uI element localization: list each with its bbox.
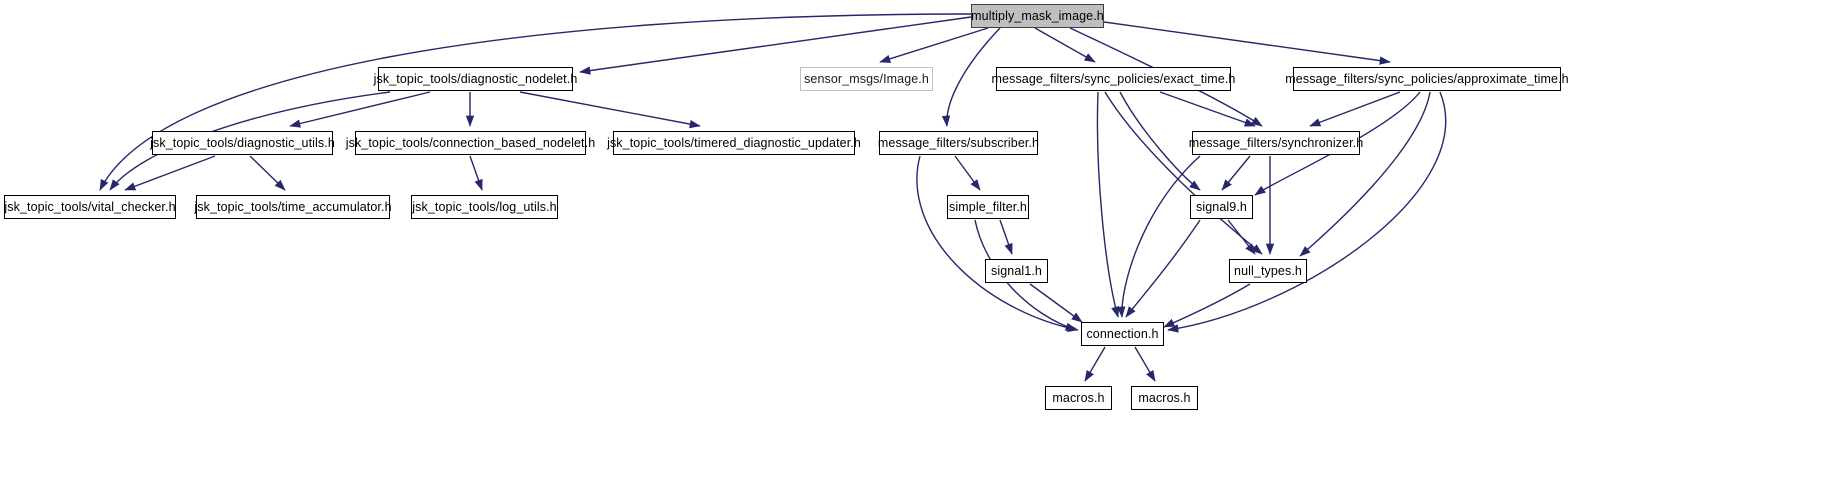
graph-edge bbox=[1117, 155, 1201, 318]
graph-node-label: message_filters/sync_policies/exact_time… bbox=[991, 71, 1236, 86]
graph-edge bbox=[469, 155, 483, 191]
graph-edge bbox=[941, 27, 1001, 127]
graph-node-label: multiply_mask_image.h bbox=[971, 8, 1104, 23]
graph-node-label: null_types.h bbox=[1234, 263, 1302, 278]
graph-node-n8[interactable]: message_filters/subscriber.h bbox=[878, 131, 1039, 155]
graph-edge bbox=[249, 155, 286, 191]
graph-node-n14[interactable]: signal9.h bbox=[1190, 195, 1253, 219]
graph-edge bbox=[1034, 27, 1096, 63]
graph-edge bbox=[1029, 283, 1083, 323]
graph-edge bbox=[1104, 91, 1263, 255]
graph-node-label: signal1.h bbox=[991, 263, 1042, 278]
graph-node-n4[interactable]: message_filters/sync_policies/approximat… bbox=[1285, 67, 1569, 91]
graph-edge bbox=[1299, 91, 1431, 257]
graph-edge bbox=[1119, 91, 1201, 191]
graph-node-label: jsk_topic_tools/vital_checker.h bbox=[4, 199, 176, 214]
graph-node-label: sensor_msgs/Image.h bbox=[804, 71, 929, 86]
graph-node-label: message_filters/subscriber.h bbox=[877, 135, 1040, 150]
graph-edge bbox=[916, 155, 1079, 333]
graph-node-label: jsk_topic_tools/connection_based_nodelet… bbox=[345, 135, 596, 150]
graph-edge bbox=[1084, 346, 1106, 382]
graph-edge bbox=[1163, 283, 1251, 328]
graph-node-n2[interactable]: sensor_msgs/Image.h bbox=[800, 67, 933, 91]
graph-node-n1[interactable]: jsk_topic_tools/diagnostic_nodelet.h bbox=[374, 67, 577, 91]
graph-edge bbox=[124, 155, 216, 191]
graph-node-n13[interactable]: simple_filter.h bbox=[947, 195, 1029, 219]
graph-node-label: jsk_topic_tools/timered_diagnostic_updat… bbox=[607, 135, 861, 150]
graph-edge bbox=[1227, 219, 1256, 255]
graph-node-label: simple_filter.h bbox=[949, 199, 1027, 214]
graph-node-label: jsk_topic_tools/diagnostic_nodelet.h bbox=[373, 71, 578, 86]
graph-edge bbox=[99, 13, 972, 191]
graph-edge bbox=[1159, 91, 1256, 127]
graph-edge bbox=[289, 91, 431, 128]
graph-node-label: message_filters/sync_policies/approximat… bbox=[1285, 71, 1569, 86]
graph-node-n7[interactable]: jsk_topic_tools/timered_diagnostic_updat… bbox=[607, 131, 861, 155]
graph-node-n0[interactable]: multiply_mask_image.h bbox=[971, 4, 1104, 28]
graph-node-n11[interactable]: jsk_topic_tools/time_accumulator.h bbox=[194, 195, 392, 219]
graph-node-label: connection.h bbox=[1086, 326, 1159, 341]
graph-node-label: macros.h bbox=[1138, 390, 1191, 405]
graph-edge bbox=[1134, 346, 1156, 382]
graph-edge bbox=[1309, 91, 1401, 127]
graph-node-n18[interactable]: macros.h bbox=[1045, 386, 1112, 410]
graph-edge bbox=[879, 27, 989, 63]
graph-node-n12[interactable]: jsk_topic_tools/log_utils.h bbox=[411, 195, 558, 219]
graph-edge bbox=[1096, 91, 1120, 318]
graph-edge bbox=[519, 91, 701, 129]
graph-node-label: jsk_topic_tools/time_accumulator.h bbox=[194, 199, 392, 214]
graph-node-label: jsk_topic_tools/log_utils.h bbox=[412, 199, 557, 214]
graph-node-n15[interactable]: signal1.h bbox=[985, 259, 1048, 283]
graph-edge bbox=[954, 155, 981, 191]
graph-node-n5[interactable]: jsk_topic_tools/diagnostic_utils.h bbox=[150, 131, 335, 155]
graph-node-label: macros.h bbox=[1052, 390, 1105, 405]
graph-edge bbox=[579, 16, 972, 75]
graph-edge bbox=[1103, 21, 1391, 65]
graph-node-n3[interactable]: message_filters/sync_policies/exact_time… bbox=[992, 67, 1235, 91]
graph-node-n10[interactable]: jsk_topic_tools/vital_checker.h bbox=[4, 195, 176, 219]
graph-node-n9[interactable]: message_filters/synchronizer.h bbox=[1189, 131, 1363, 155]
graph-node-label: message_filters/synchronizer.h bbox=[1188, 135, 1364, 150]
graph-node-n19[interactable]: macros.h bbox=[1131, 386, 1198, 410]
graph-node-label: jsk_topic_tools/diagnostic_utils.h bbox=[150, 135, 335, 150]
graph-node-n16[interactable]: null_types.h bbox=[1229, 259, 1307, 283]
graph-node-n6[interactable]: jsk_topic_tools/connection_based_nodelet… bbox=[346, 131, 595, 155]
graph-node-label: signal9.h bbox=[1196, 199, 1247, 214]
graph-edge bbox=[999, 219, 1013, 255]
graph-node-n17[interactable]: connection.h bbox=[1081, 322, 1164, 346]
graph-edge bbox=[1125, 219, 1201, 318]
graph-edge bbox=[1221, 155, 1251, 191]
